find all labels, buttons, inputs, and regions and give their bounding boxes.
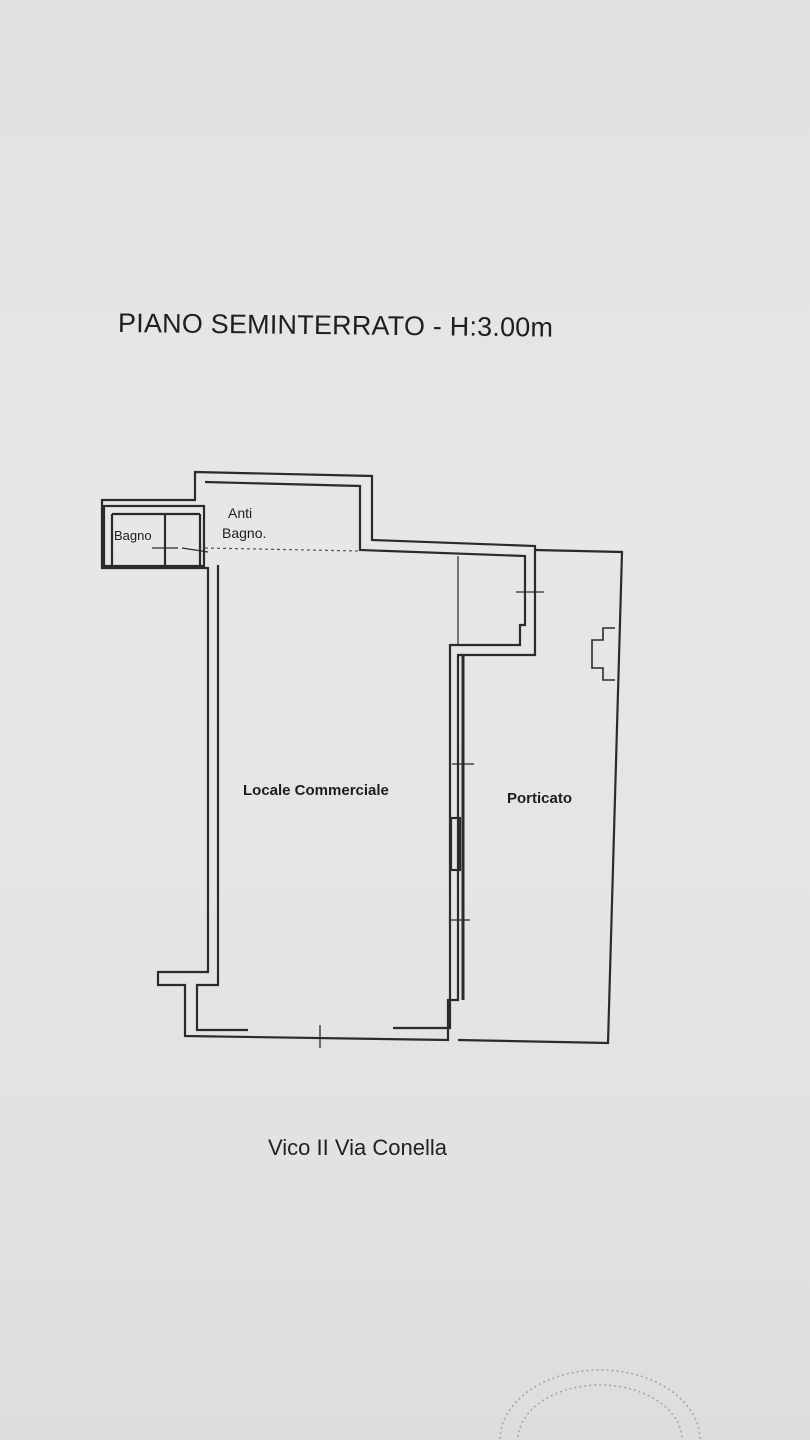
stamp-mark [499,1369,701,1440]
room-label-porticato: Porticato [507,790,572,807]
inner-wall [195,480,527,1032]
door-tick [181,547,209,553]
room-label-locale-commerciale: Locale Commerciale [243,782,389,799]
outer-wall [100,470,537,1042]
window-opening [449,816,462,872]
porticato-outline [457,548,624,1045]
anti-bagno-dashed-line [204,547,359,552]
bagno-block [102,504,206,568]
street-label: Vico II Via Conella [268,1135,447,1160]
room-label-anti-bagno-1: Anti [228,505,252,521]
room-label-anti-bagno-2: Bagno. [222,525,266,541]
pillar-notch [591,627,615,681]
room-label-bagno: Bagno [114,528,152,543]
